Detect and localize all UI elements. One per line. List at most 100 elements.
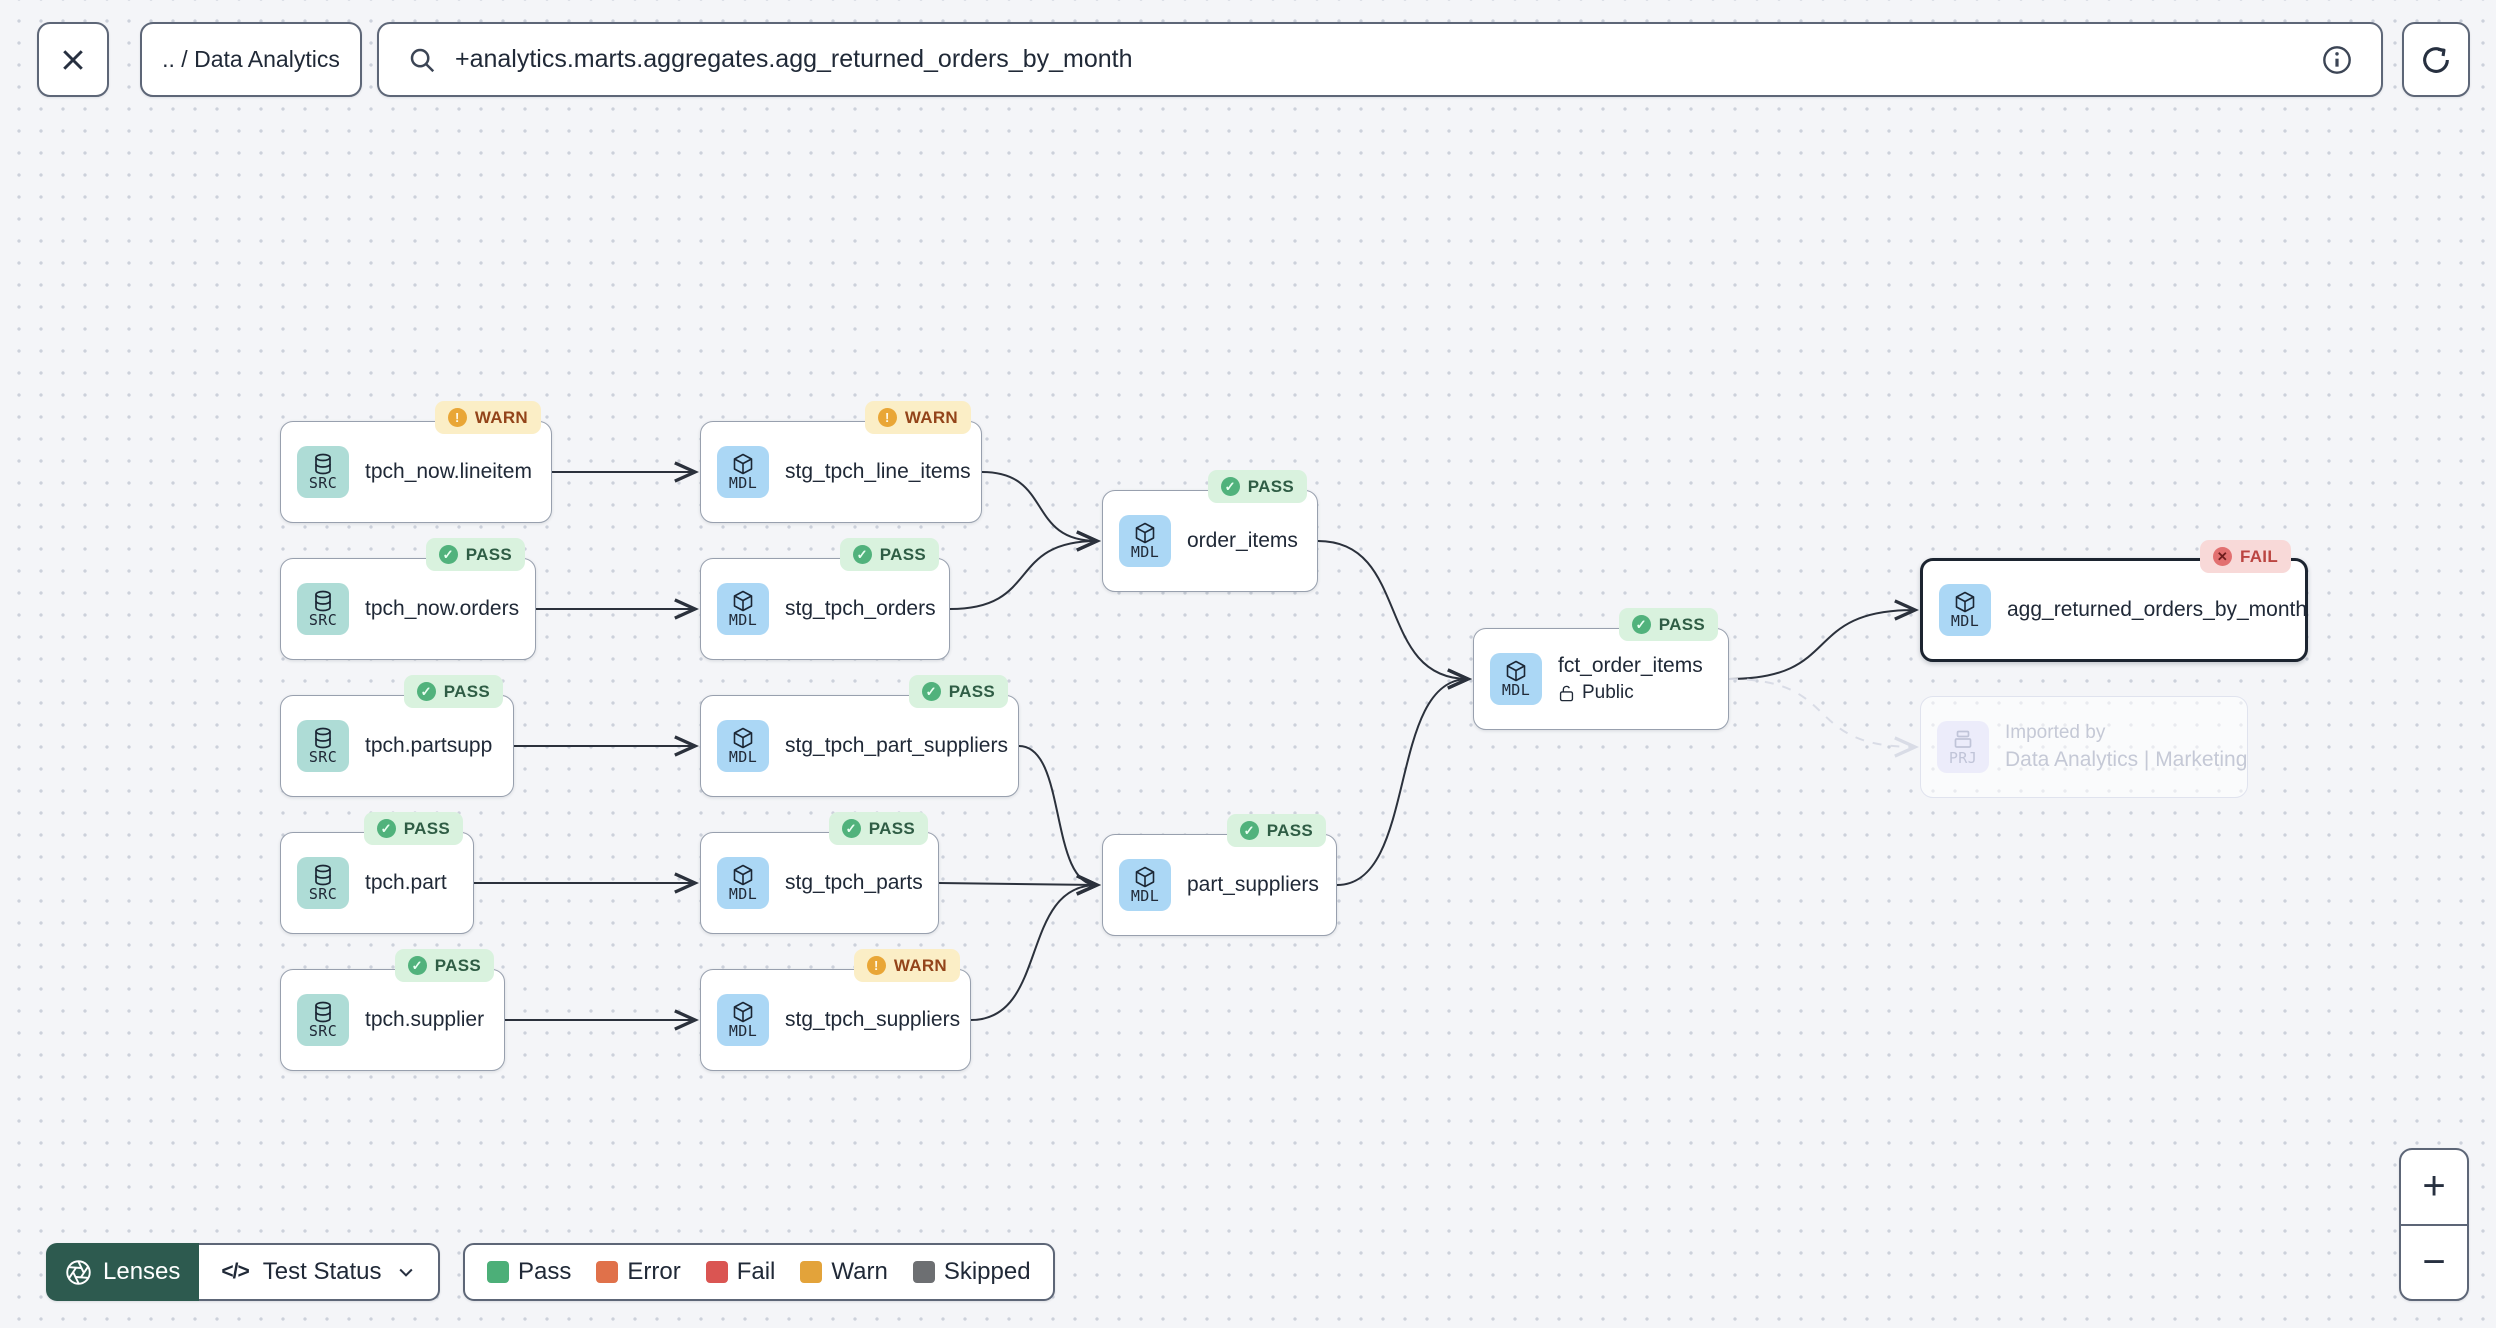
lens-selector[interactable]: </> Test Status [199,1243,440,1301]
breadcrumb[interactable]: .. / Data Analytics [140,22,362,97]
test-status-legend: Pass Error Fail Warn Skipped [463,1243,1055,1301]
status-badge-pass: ✓PASS [394,949,494,982]
node-stg-tpch-parts[interactable]: MDL stg_tpch_parts ✓PASS [700,812,939,934]
edge-stg_line_items-to-order_items [981,471,1097,541]
status-badge-pass: ✓PASS [403,675,503,708]
node-access: Public [1558,682,1703,704]
refresh-button[interactable] [2402,22,2470,97]
node-content: agg_returned_orders_by_month [2007,598,2307,622]
search-bar[interactable] [377,22,2383,97]
node-content: tpch.partsupp [365,734,492,758]
edge-fct_order_items-to-imported_by [1728,678,1915,747]
node-fct-order-items[interactable]: MDL fct_order_items Public ✓PASS [1473,608,1729,730]
exclamation-icon: ! [866,956,886,975]
legend-swatch-pass [487,1261,509,1283]
lenses-label: Lenses [103,1258,181,1285]
cube-icon: MDL [1490,653,1542,705]
magnifier-icon [410,48,435,72]
database-icon: SRC [297,583,349,635]
cube-icon: MDL [717,446,769,498]
check-icon: ✓ [407,956,427,975]
node-content: stg_tpch_orders [785,597,936,621]
status-badge-pass: ✓PASS [1207,470,1307,503]
info-circle-icon[interactable] [2321,44,2353,76]
node-content: tpch_now.orders [365,597,519,621]
node-content: stg_tpch_line_items [785,460,971,484]
node-label: Data Analytics | Marketing [2005,748,2248,771]
node-label: stg_tpch_parts [785,871,923,894]
node-content: stg_tpch_suppliers [785,1008,960,1032]
node-content: tpch_now.lineitem [365,460,532,484]
node-label: stg_tpch_line_items [785,460,971,483]
edge-stg_parts-to-part_suppliers [938,883,1097,885]
check-icon: ✓ [852,545,872,564]
cube-icon: MDL [1119,859,1171,911]
refresh-icon [2423,46,2449,73]
node-part-suppliers[interactable]: MDL part_suppliers ✓PASS [1102,814,1337,936]
node-label: tpch.partsupp [365,734,493,757]
status-badge-pass: ✓PASS [1226,814,1326,847]
legend-item-fail: Fail [705,1258,776,1286]
check-icon: ✓ [841,819,861,838]
cube-icon: MDL [1119,515,1171,567]
lenses-button[interactable]: Lenses [46,1243,200,1301]
node-label: tpch_now.lineitem [365,460,532,483]
node-tpch-now-orders[interactable]: SRC tpch_now.orders ✓PASS [280,538,536,660]
status-badge-pass: ✓PASS [908,675,1008,708]
status-badge-warn: !WARN [864,401,971,434]
check-icon: ✓ [438,545,458,564]
node-content: part_suppliers [1187,873,1319,897]
code-icon: </> [221,1260,249,1283]
node-label: tpch.part [365,871,447,894]
open-lock-icon [1558,684,1575,703]
project-icon: PRJ [1937,721,1989,773]
status-badge-pass: ✓PASS [828,812,928,845]
legend-item-pass: Pass [487,1258,571,1286]
node-label: tpch.supplier [365,1008,485,1031]
edge-fct_order_items-to-agg_returned [1728,610,1915,680]
zoom-in-button[interactable]: + [2401,1150,2467,1226]
database-icon: SRC [297,994,349,1046]
legend-label: Pass [518,1258,572,1285]
search-input[interactable] [455,45,2303,74]
legend-label: Error [627,1258,681,1285]
close-button[interactable] [37,22,109,97]
check-icon: ✓ [1631,615,1651,634]
node-label: part_suppliers [1187,873,1319,896]
zoom-controls: + − [2399,1148,2469,1301]
cube-icon: MDL [717,857,769,909]
zoom-out-button[interactable]: − [2422,1239,2446,1284]
check-icon: ✓ [921,682,941,701]
node-content: stg_tpch_part_suppliers [785,734,1008,758]
lens-selected-label: Test Status [262,1258,382,1285]
node-stg-tpch-line-items[interactable]: MDL stg_tpch_line_items !WARN [700,401,982,523]
check-icon: ✓ [416,682,436,701]
status-badge-pass: ✓PASS [425,538,525,571]
status-badge-pass: ✓PASS [363,812,463,845]
node-label: stg_tpch_suppliers [785,1008,961,1031]
node-label: stg_tpch_part_suppliers [785,734,1008,757]
legend-label: Fail [736,1258,776,1285]
node-tpch-supplier[interactable]: SRC tpch.supplier ✓PASS [280,949,505,1071]
legend-swatch-error [596,1261,619,1283]
node-content: Imported by Data Analytics | Marketing [2005,722,2247,772]
node-content: fct_order_items Public [1558,654,1703,704]
legend-label: Skipped [943,1258,1031,1285]
breadcrumb-label: .. / Data Analytics [162,46,340,72]
node-label: agg_returned_orders_by_month [2007,598,2308,621]
edge-order_items-to-fct_order_items [1317,540,1468,679]
node-label: stg_tpch_orders [785,597,936,620]
exclamation-icon: ! [877,408,897,427]
node-data-analytics-marketing[interactable]: PRJ Imported by Data Analytics | Marketin… [1920,696,2248,798]
edge-part_suppliers-to-fct_order_items [1336,679,1468,886]
status-badge-pass: ✓PASS [1618,608,1718,641]
